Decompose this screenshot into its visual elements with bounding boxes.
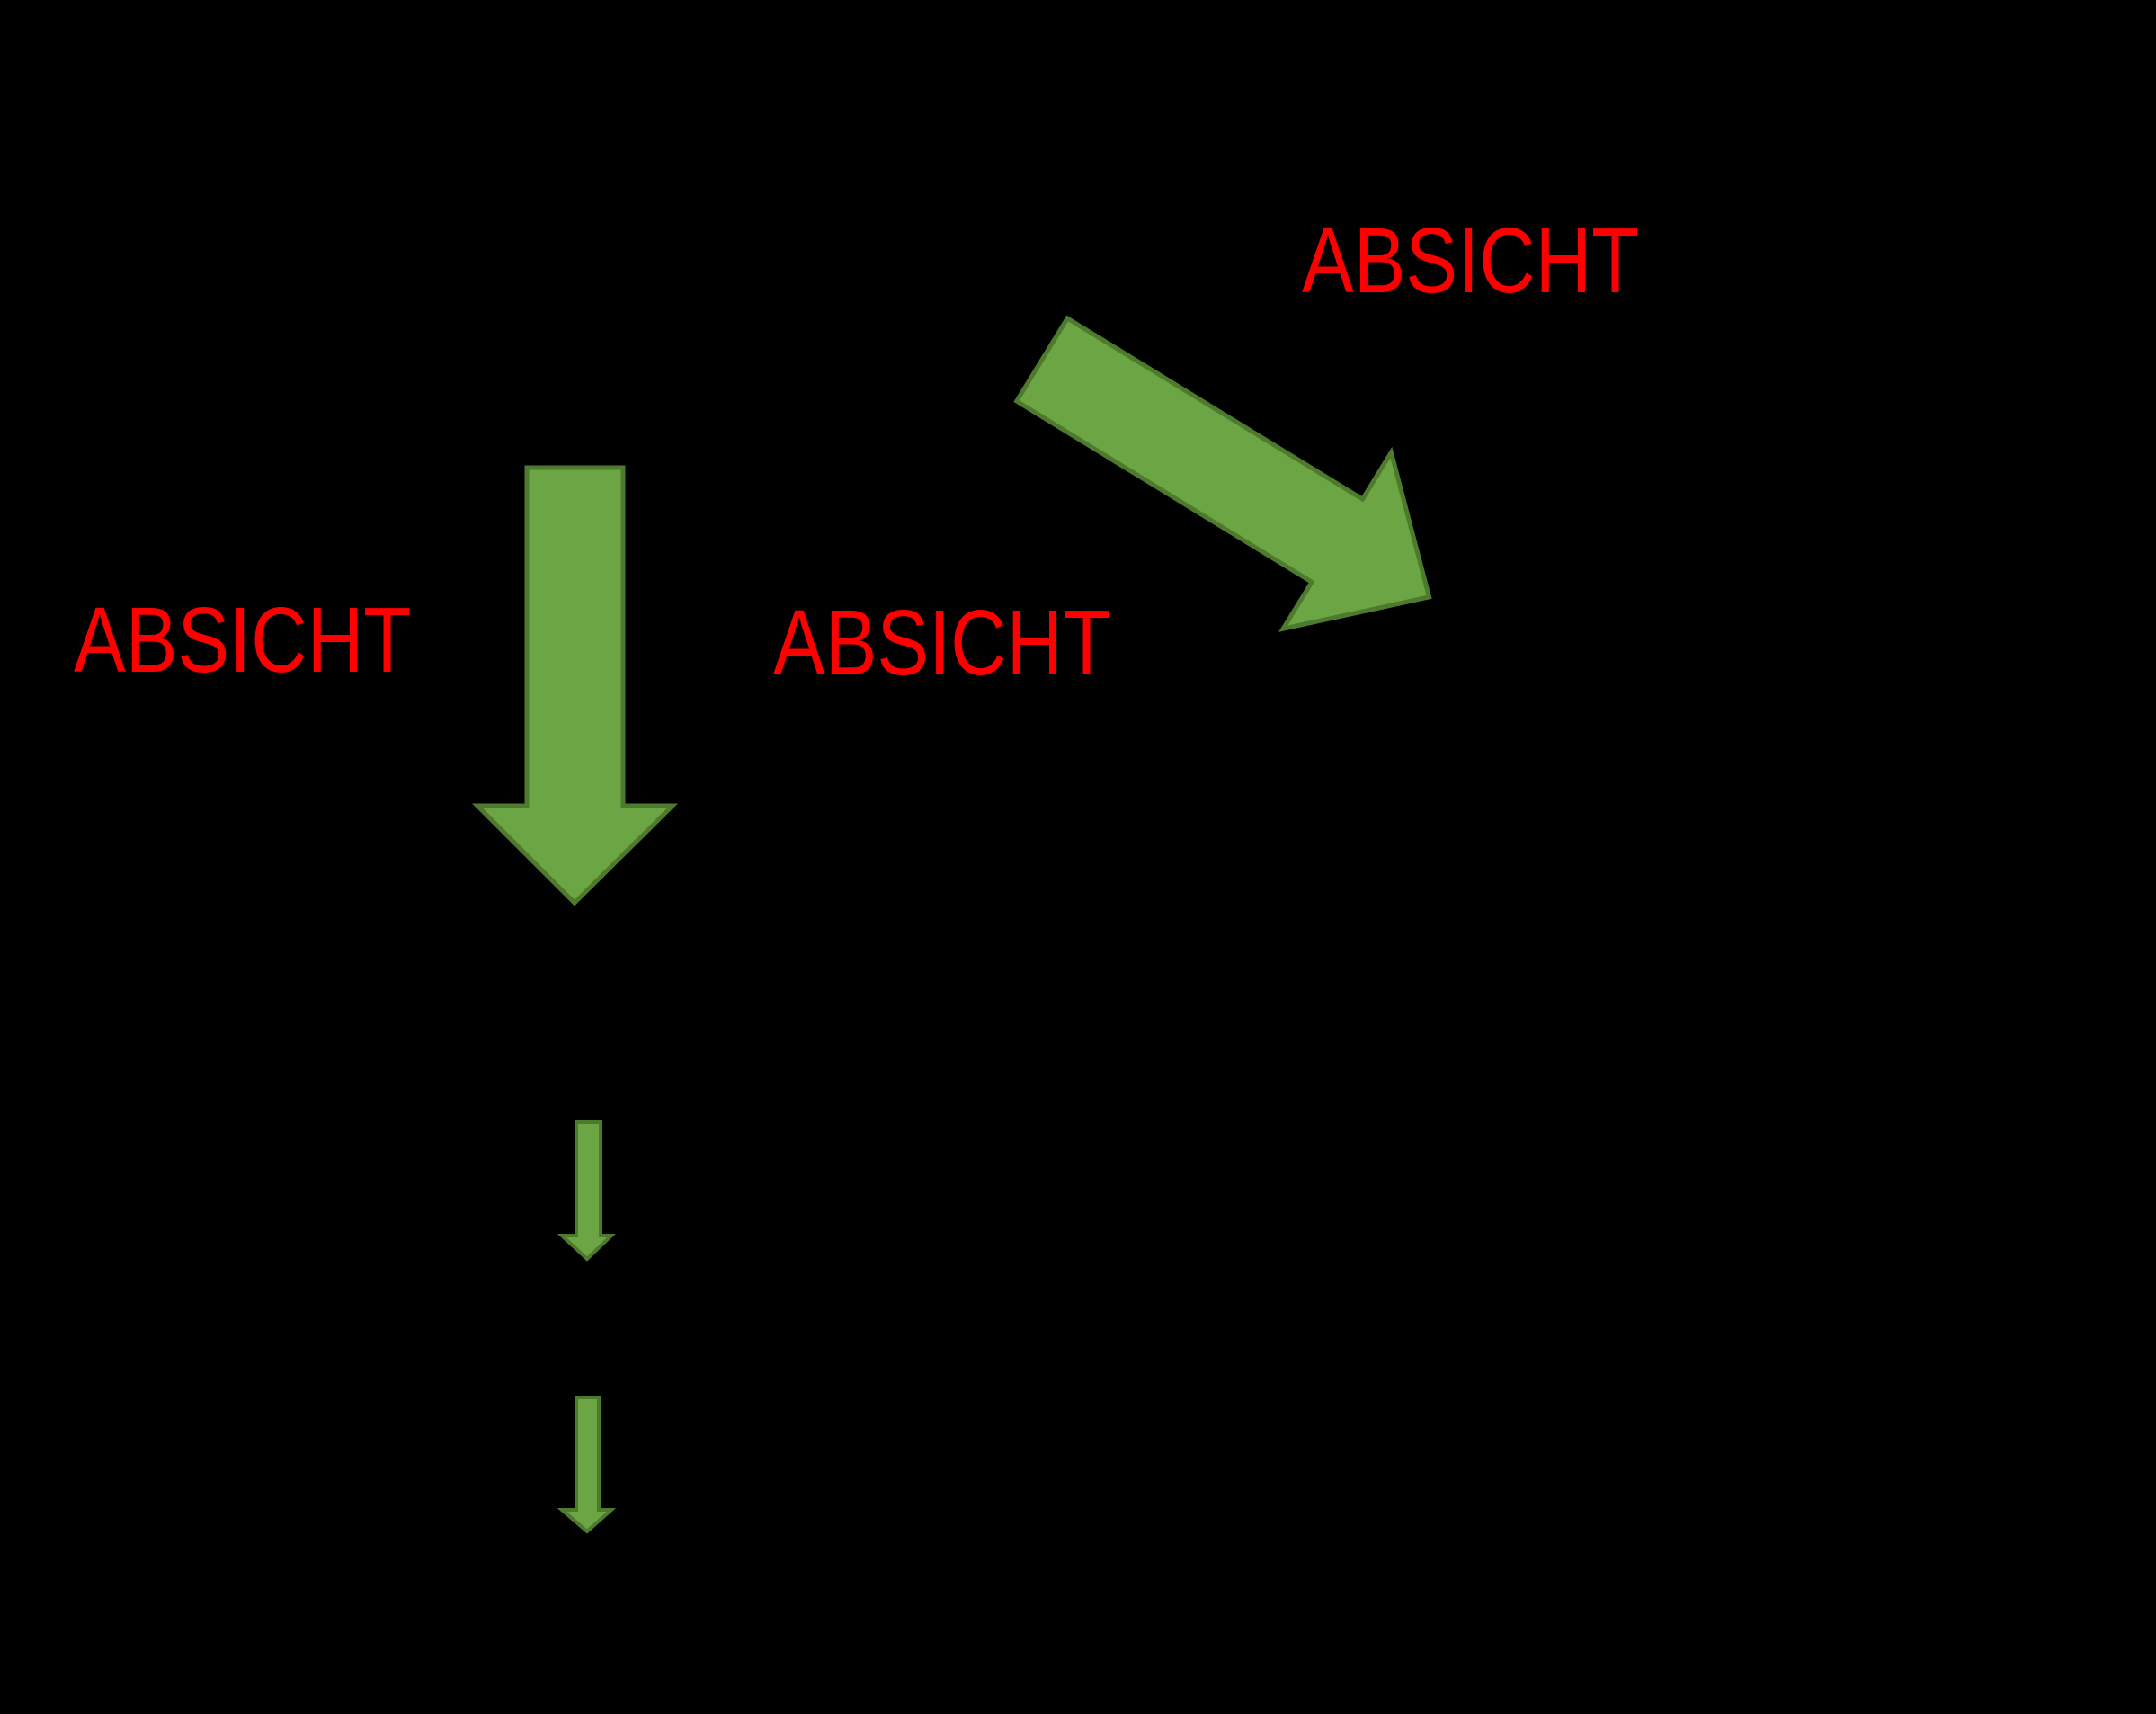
small-down-arrow-icon	[557, 1120, 616, 1262]
large-down-arrow-icon	[471, 465, 679, 906]
diagonal-down-right-arrow-icon	[1013, 315, 1432, 632]
small-down-arrow-icon	[557, 1396, 617, 1534]
label-absicht-left: ABSICHT	[74, 588, 411, 692]
label-absicht-top-right: ABSICHT	[1302, 209, 1639, 312]
label-absicht-middle: ABSICHT	[773, 591, 1110, 694]
